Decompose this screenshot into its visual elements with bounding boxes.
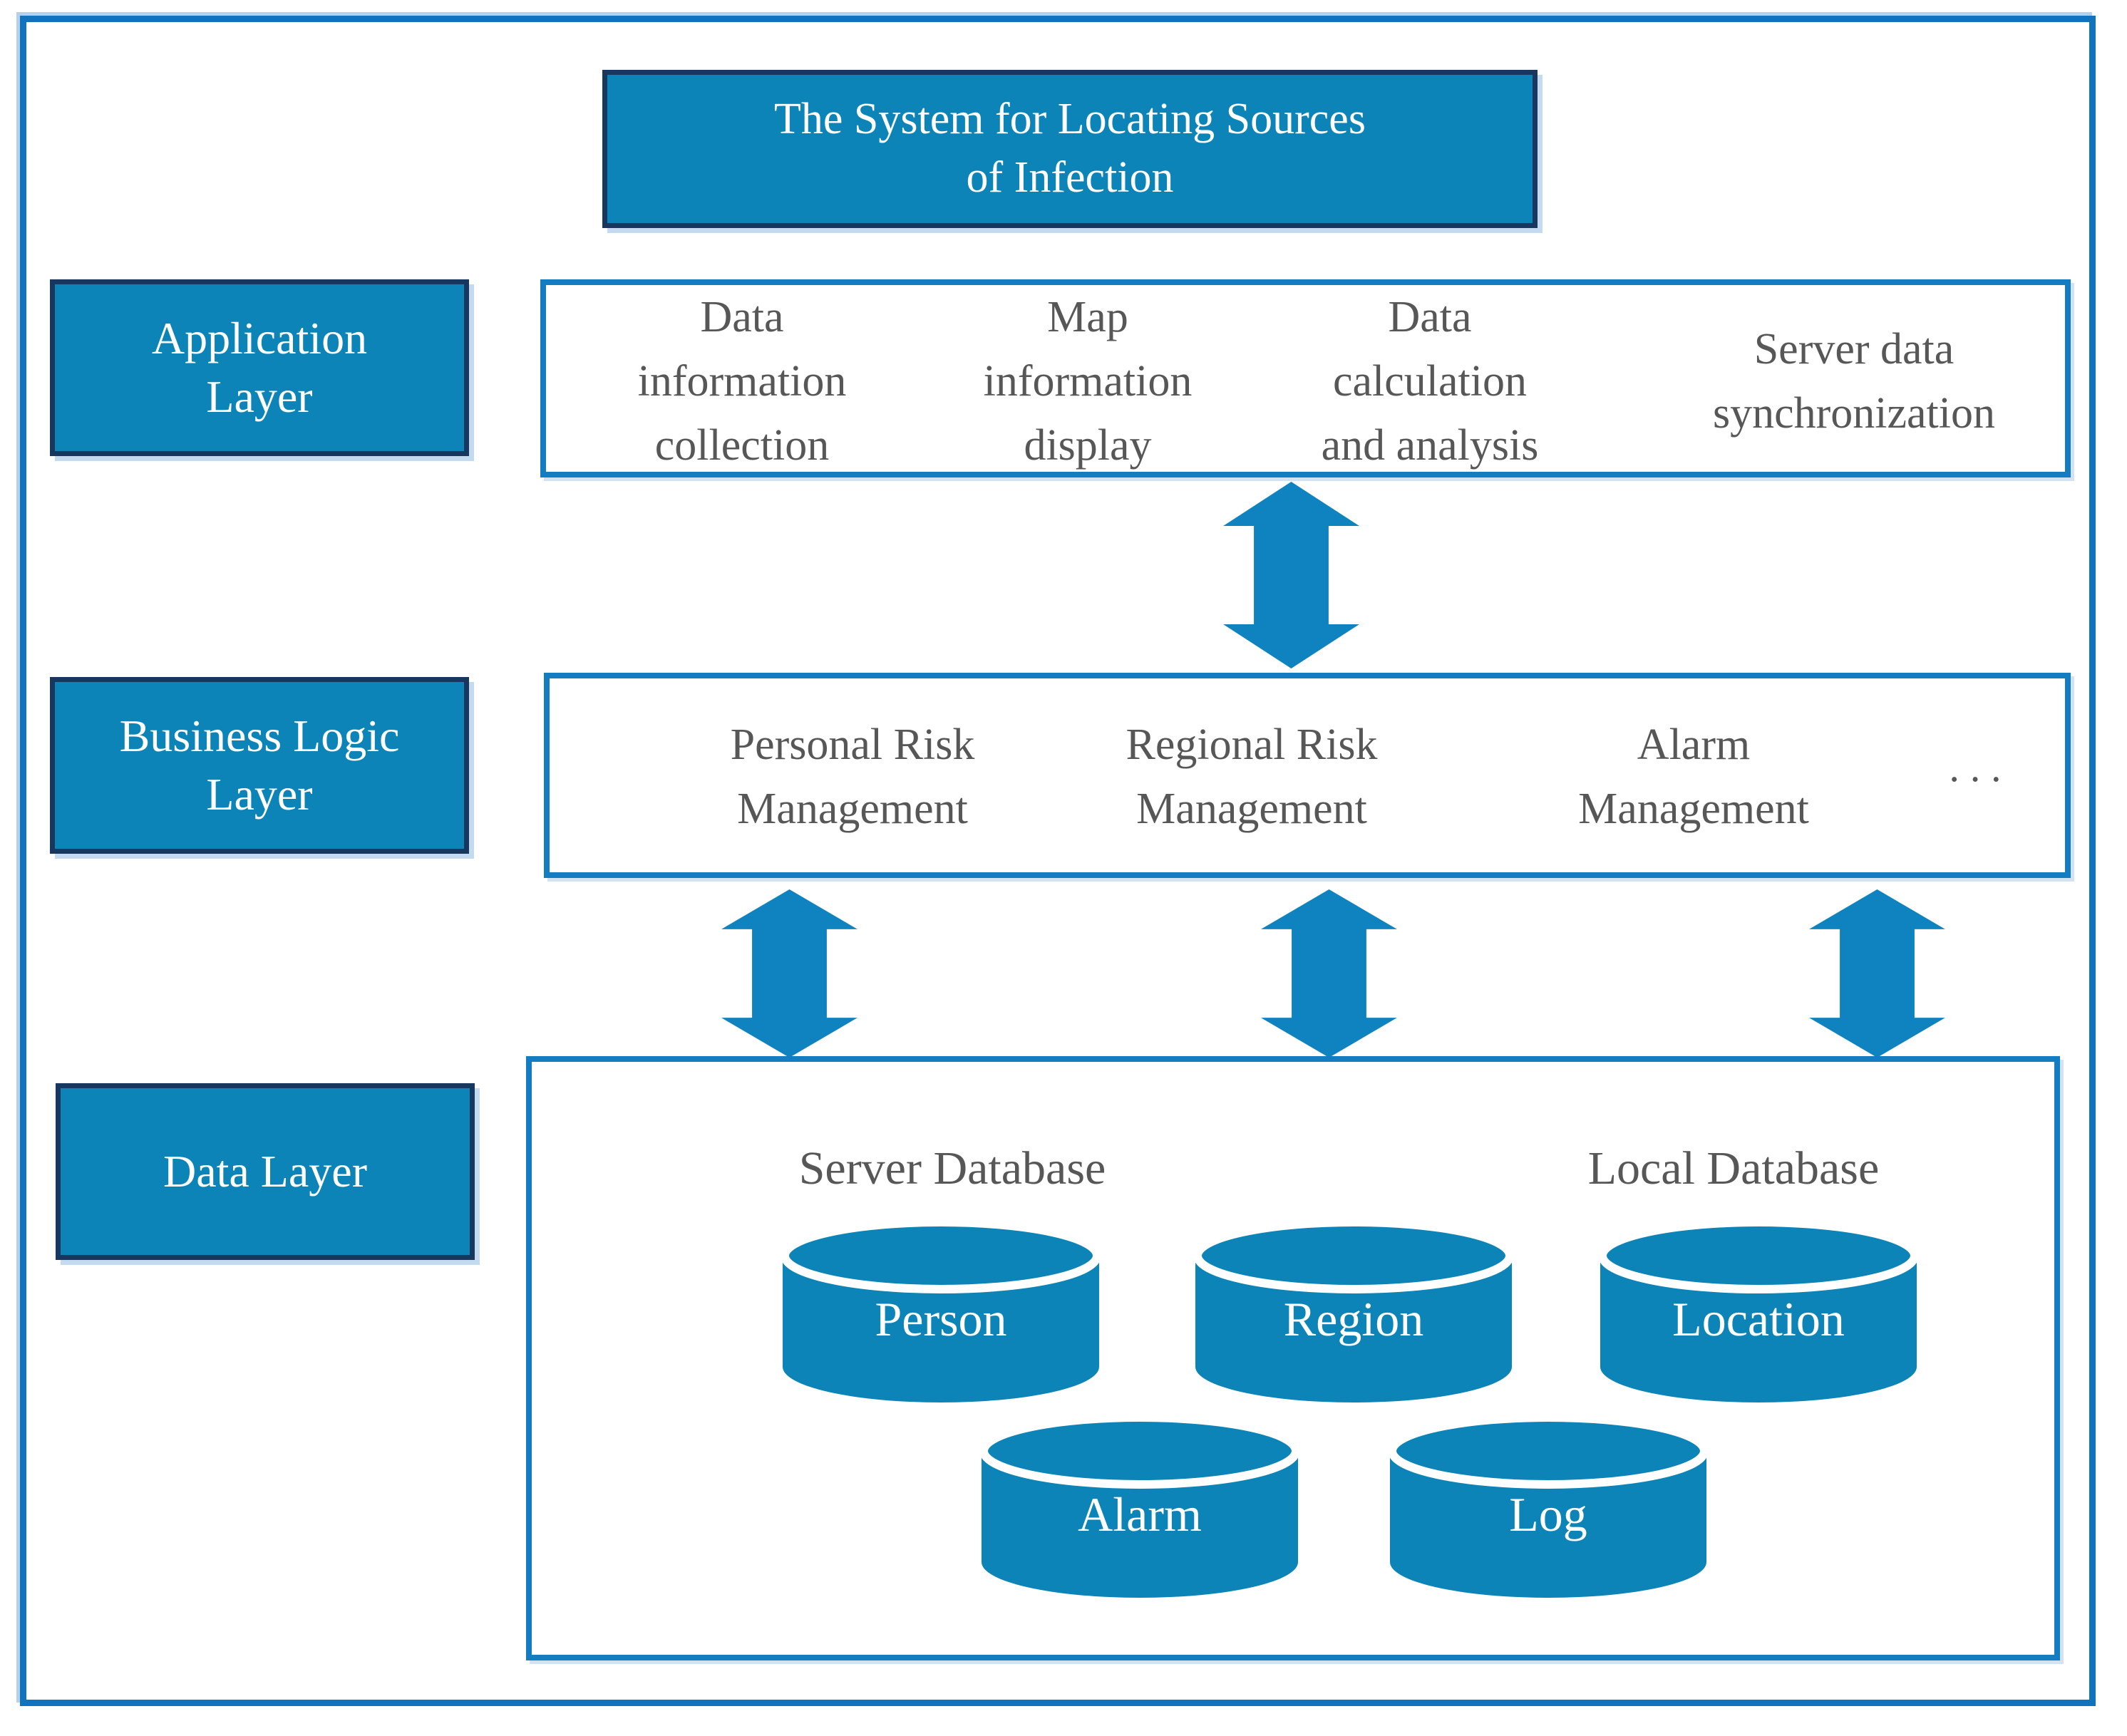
database-label: Alarm — [1078, 1487, 1202, 1541]
app-item-data-calculation-analysis: Data calculation and analysis — [1259, 285, 1601, 477]
app-item-line: Map — [1047, 293, 1128, 341]
double-arrow-icon — [1260, 889, 1399, 1058]
app-item-line: collection — [654, 421, 830, 470]
database-cylinder-icon — [1193, 1218, 1514, 1402]
database-cylinder-icon — [1388, 1413, 1709, 1598]
business-item-regional-risk: Regional Risk Management — [1049, 713, 1455, 841]
database-cylinder-icon — [1598, 1218, 1919, 1402]
system-title-line2: of Infection — [966, 153, 1174, 202]
business-logic-layer-badge: Business Logic Layer — [50, 677, 469, 854]
database-cylinder-log: Log — [1387, 1412, 1709, 1601]
local-database-label: Local Database — [1587, 1142, 1880, 1194]
data-content-box: Server Database Local Database Person Re… — [526, 1056, 2060, 1660]
business-item-line: Personal Risk — [730, 720, 975, 769]
double-arrow-icon — [1222, 482, 1361, 668]
business-content-box: Personal Risk Management Regional Risk M… — [544, 673, 2071, 878]
database-label: Log — [1509, 1487, 1587, 1541]
database-cylinder-icon — [979, 1413, 1300, 1598]
app-item-line: and analysis — [1321, 421, 1539, 470]
app-item-data-information-collection: Data information collection — [575, 285, 910, 477]
database-label: Location — [1672, 1292, 1845, 1346]
app-item-line: Server data — [1753, 325, 1955, 373]
business-item-line: Alarm — [1637, 720, 1751, 769]
business-item-line: Management — [737, 785, 968, 833]
app-item-map-information-display: Map information display — [920, 285, 1255, 477]
diagram-outer-frame — [20, 16, 2096, 1706]
system-title-box: The System for Locating Sources of Infec… — [602, 70, 1538, 228]
app-item-server-data-synchronization: Server data synchronization — [1576, 317, 2127, 445]
data-layer-label: Data Layer — [163, 1146, 368, 1197]
app-item-line: Data — [1388, 293, 1472, 341]
database-cylinder-icon — [781, 1218, 1101, 1402]
application-layer-badge: Application Layer — [50, 279, 469, 456]
database-label: Region — [1283, 1292, 1424, 1346]
ellipsis-more-items: ··· — [1947, 756, 2010, 802]
system-title-line1: The System for Locating Sources — [774, 95, 1366, 144]
server-database-label: Server Database — [798, 1142, 1106, 1194]
app-item-line: synchronization — [1712, 389, 1995, 438]
application-content-box: Data information collection Map informat… — [540, 279, 2071, 477]
business-item-line: Regional Risk — [1126, 720, 1378, 769]
app-item-line: information — [983, 357, 1193, 405]
double-arrow-icon — [720, 889, 859, 1058]
application-layer-label: Application Layer — [151, 313, 368, 422]
database-cylinder-alarm: Alarm — [979, 1412, 1301, 1601]
data-layer-badge: Data Layer — [56, 1083, 475, 1260]
business-item-line: Management — [1578, 785, 1809, 833]
business-logic-layer-label: Business Logic Layer — [119, 711, 400, 820]
business-item-personal-risk: Personal Risk Management — [649, 713, 1056, 841]
database-cylinder-region: Region — [1193, 1217, 1515, 1405]
app-item-line: display — [1024, 421, 1152, 470]
app-item-line: information — [637, 357, 847, 405]
app-item-line: calculation — [1333, 357, 1527, 405]
business-item-alarm-management: Alarm Management — [1490, 713, 1897, 841]
database-label: Person — [875, 1292, 1007, 1346]
database-cylinder-person: Person — [780, 1217, 1102, 1405]
double-arrow-icon — [1808, 889, 1947, 1058]
database-cylinder-location: Location — [1597, 1217, 1920, 1405]
app-item-line: Data — [700, 293, 784, 341]
business-item-line: Management — [1136, 785, 1367, 833]
